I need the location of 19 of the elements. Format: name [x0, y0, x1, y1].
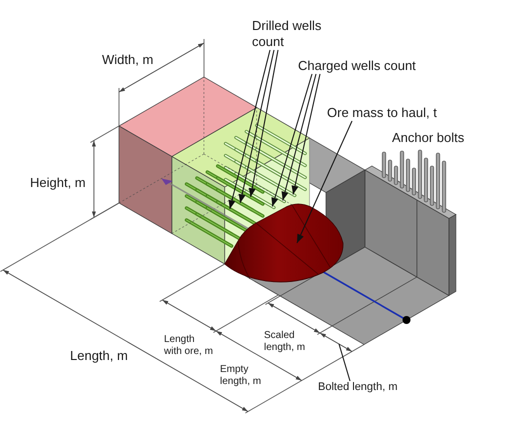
- leader-arrow: [238, 50, 274, 204]
- dimension-label: Scaled length, m: [264, 330, 306, 354]
- dimension-label: Empty length, m: [220, 364, 262, 388]
- callout-label: Drilled wells count: [252, 18, 328, 50]
- callout-label: Ore mass to haul, t: [327, 105, 437, 121]
- leader-arrow: [248, 50, 278, 198]
- callout-label: Charged wells count: [298, 58, 416, 74]
- leader-arrow: [282, 74, 316, 201]
- leader-line: [338, 344, 350, 382]
- dimension-label: Height, m: [30, 175, 86, 191]
- part-label: Anchor bolts: [392, 130, 464, 146]
- dimension-label: Width, m: [102, 52, 154, 68]
- leader-arrow: [292, 74, 320, 195]
- dimension-label: Length, m: [70, 348, 128, 364]
- leader-arrow: [296, 120, 352, 244]
- dimension-label: Length with ore, m: [164, 334, 214, 358]
- callout-label: Bolted length, m: [318, 381, 398, 394]
- leader-arrow: [271, 74, 312, 207]
- leader-arrow: [228, 50, 270, 210]
